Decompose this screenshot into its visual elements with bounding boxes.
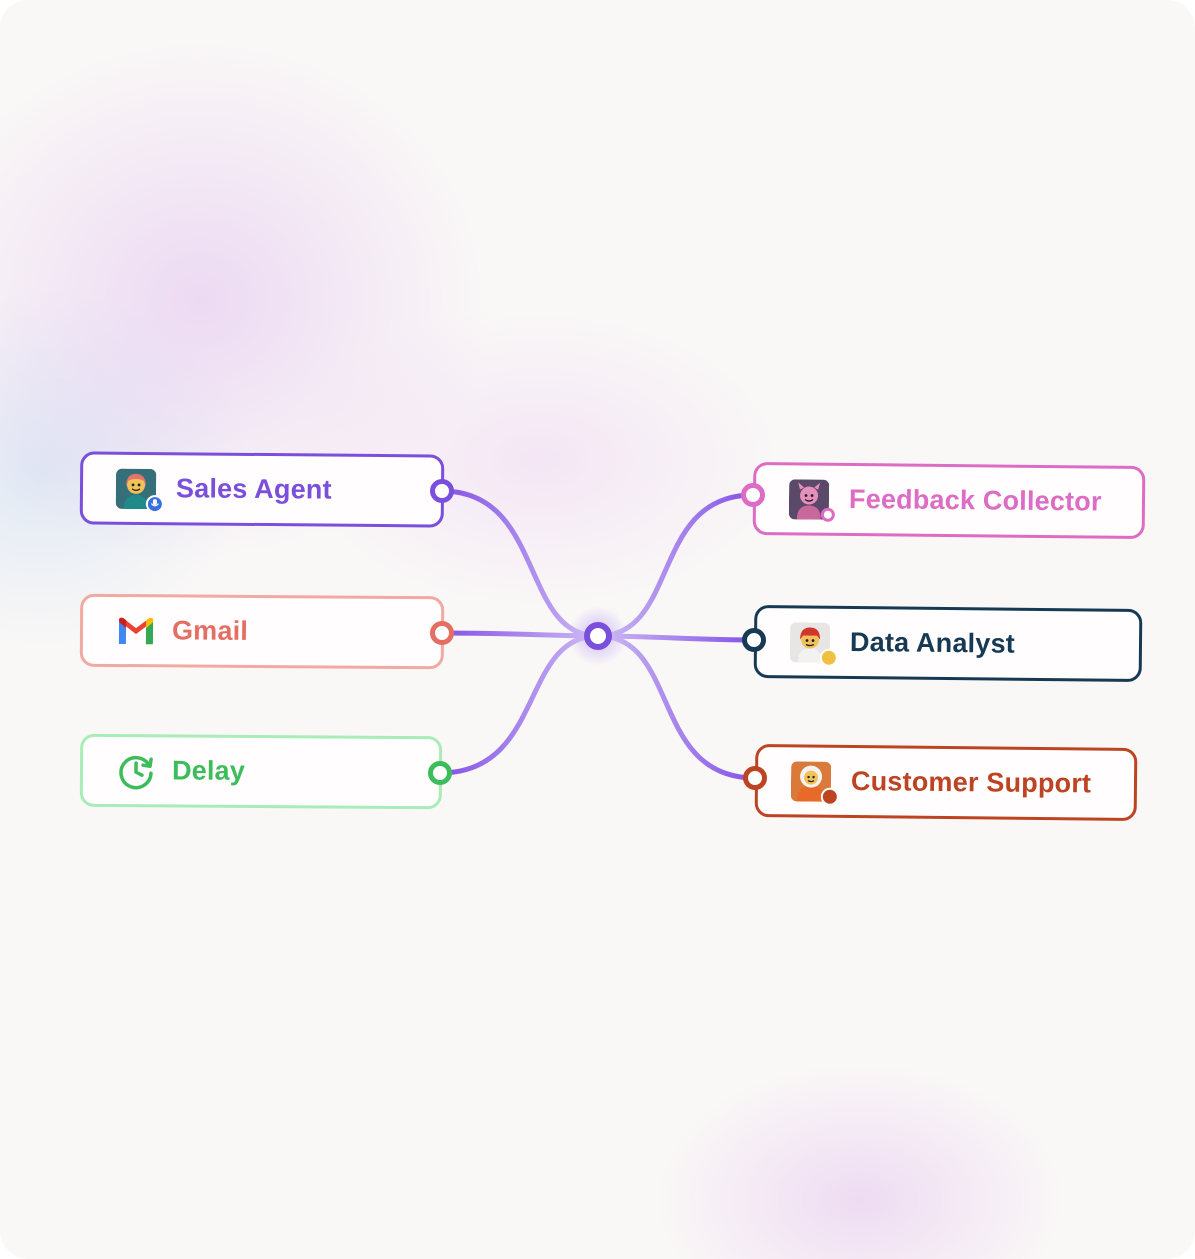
node-gmail[interactable]: Gmail [79, 593, 445, 670]
gmail-icon [118, 617, 154, 644]
link-customer-support [595, 633, 758, 781]
port-sales-agent[interactable] [430, 479, 454, 503]
port-customer-support[interactable] [743, 766, 767, 790]
node-feedback-collector[interactable]: Feedback Collector [752, 461, 1146, 540]
link-feedback-collector [595, 492, 756, 639]
node-sales-agent[interactable]: Sales Agent [79, 451, 445, 528]
link-sales-agent [439, 488, 601, 639]
node-label: Gmail [171, 615, 249, 646]
link-delay [437, 633, 601, 776]
node-data-analyst[interactable]: Data Analyst [753, 604, 1143, 683]
node-label: Delay [171, 755, 246, 786]
node-delay[interactable]: Delay [79, 733, 443, 810]
node-customer-support[interactable]: Customer Support [754, 744, 1138, 821]
port-data-analyst[interactable] [742, 628, 766, 652]
lego-avatar-astronaut-icon [790, 760, 839, 806]
port-delay[interactable] [428, 761, 452, 785]
clock-refresh-icon [119, 755, 153, 789]
node-label: Customer Support [850, 766, 1092, 799]
lego-avatar-pink-icon [788, 478, 835, 522]
node-label: Feedback Collector [848, 483, 1102, 517]
node-label: Data Analyst [849, 626, 1016, 659]
lego-avatar-red-helmet-icon [789, 621, 838, 667]
port-gmail[interactable] [430, 621, 454, 645]
hub-node[interactable] [584, 622, 612, 650]
node-label: Sales Agent [175, 473, 332, 505]
lego-avatar-mic-icon [115, 468, 164, 513]
port-feedback-collector[interactable] [741, 483, 765, 507]
